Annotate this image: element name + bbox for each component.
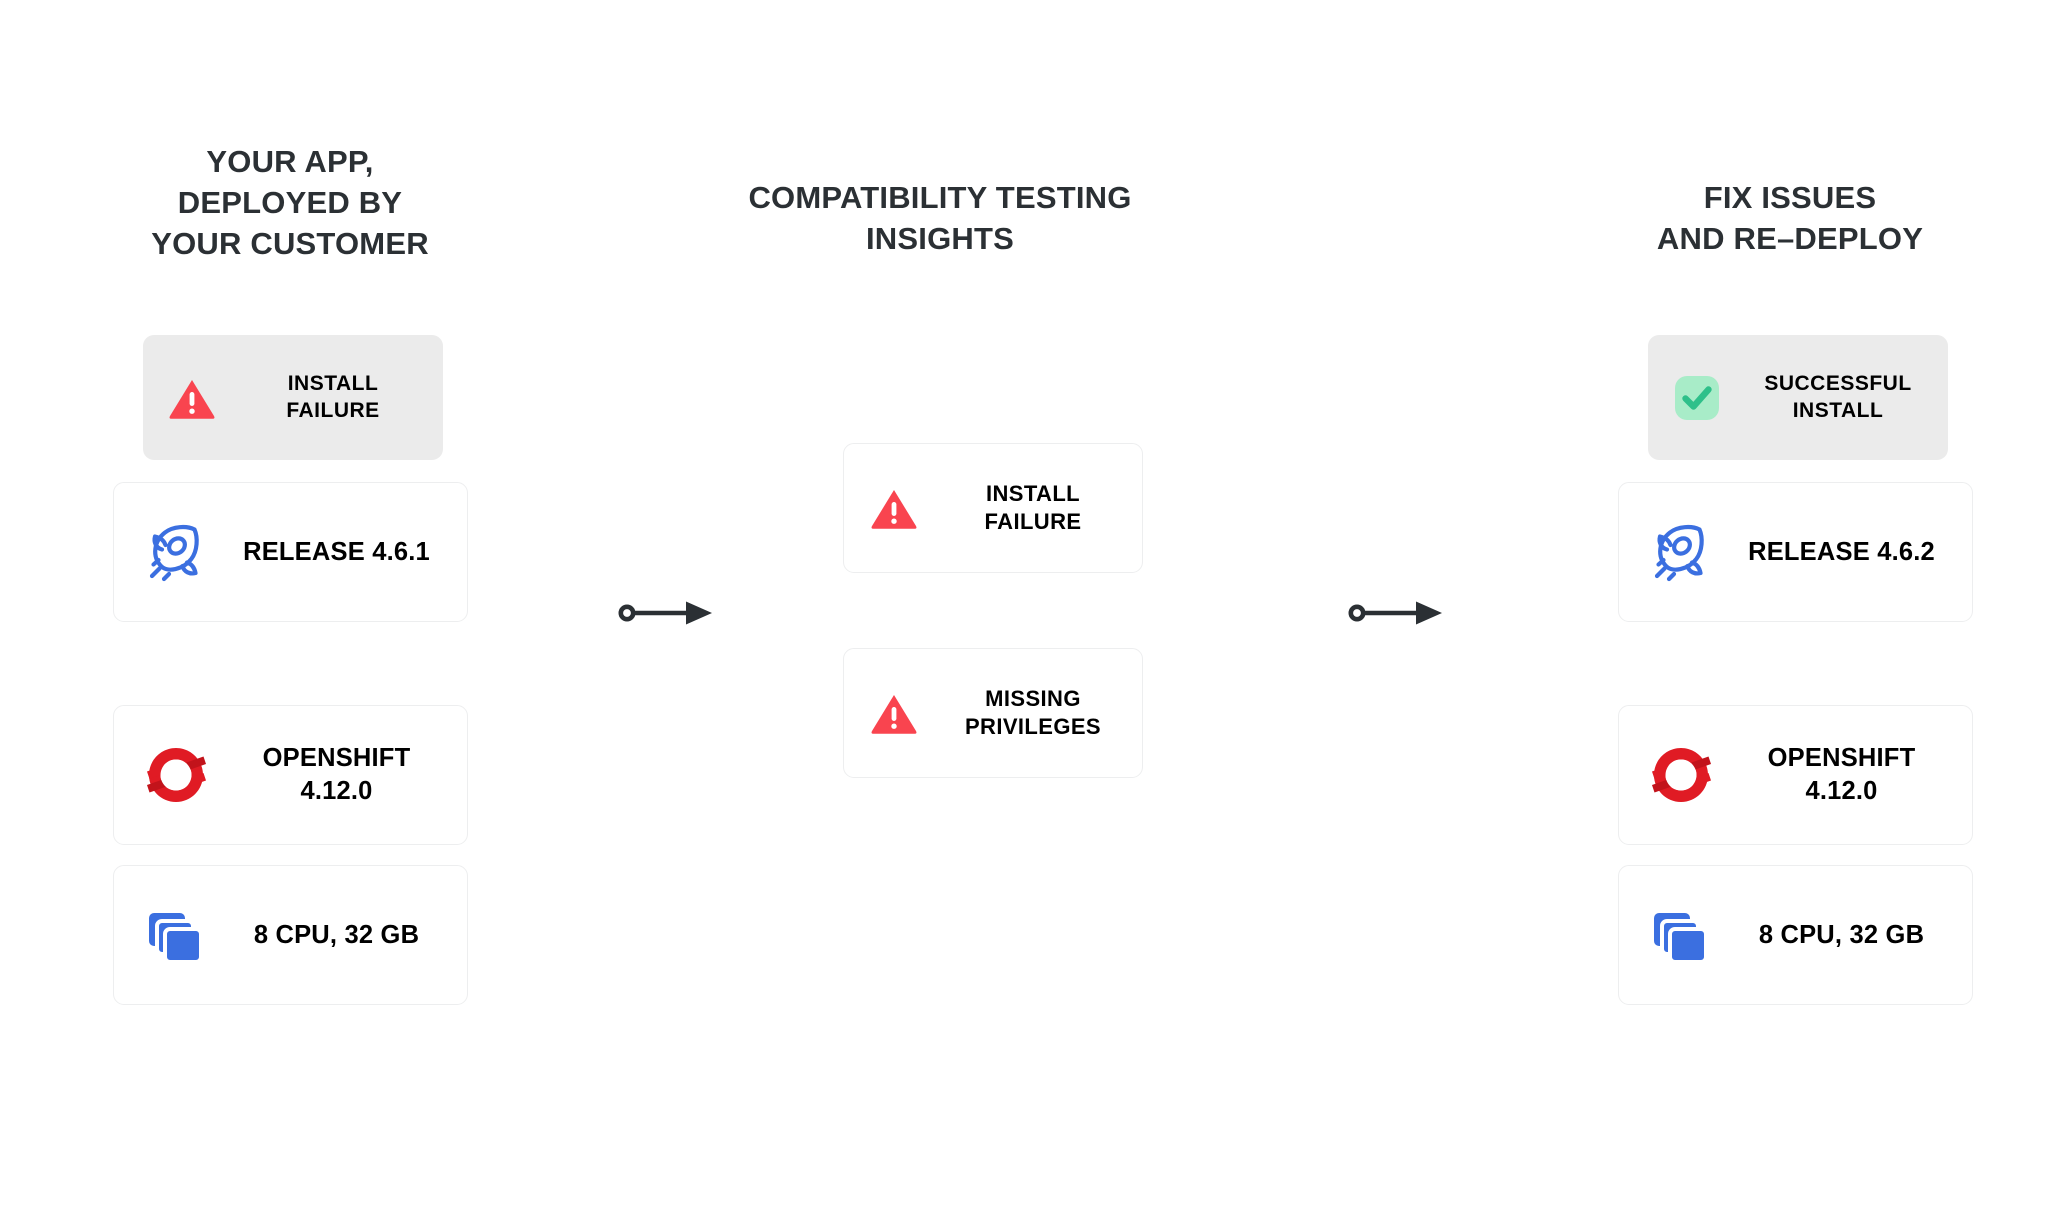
card-label-successful-install-status: SUCCESSFUL INSTALL bbox=[1764, 371, 1912, 422]
warning-triangle-icon bbox=[868, 687, 920, 739]
openshift-logo-icon bbox=[140, 739, 212, 811]
card-release[interactable]: RELEASE 4.6.1 bbox=[113, 482, 468, 622]
card-label-install-failure-status: INSTALL FAILURE bbox=[286, 371, 380, 422]
card-label-openshift: OPENSHIFT 4.12.0 bbox=[1767, 744, 1916, 805]
card-release[interactable]: RELEASE 4.6.2 bbox=[1618, 482, 1973, 622]
card-label-openshift: OPENSHIFT 4.12.0 bbox=[262, 744, 411, 805]
spacer bbox=[113, 622, 473, 705]
rocket-icon bbox=[140, 516, 212, 588]
column-heading-fix-issues-and-redeploy: FIX ISSUES AND RE–DEPLOY bbox=[1656, 180, 1924, 256]
flow-arrow-icon bbox=[1348, 596, 1448, 630]
card-openshift[interactable]: OPENSHIFT 4.12.0 bbox=[1618, 705, 1973, 845]
column-heading-compatibility-testing-insights: COMPATIBILITY TESTING INSIGHTS bbox=[748, 180, 1132, 256]
column-heading-your-app: YOUR APP, DEPLOYED BY YOUR CUSTOMER bbox=[151, 144, 429, 261]
card-label-resources: 8 CPU, 32 GB bbox=[253, 920, 420, 949]
layers-icon bbox=[1645, 899, 1717, 971]
card-openshift[interactable]: OPENSHIFT 4.12.0 bbox=[113, 705, 468, 845]
warning-triangle-icon bbox=[868, 482, 920, 534]
card-install-failure-status[interactable]: INSTALL FAILURE bbox=[143, 335, 443, 460]
card-label-release: RELEASE 4.6.1 bbox=[243, 537, 430, 566]
card-resources[interactable]: 8 CPU, 32 GB bbox=[1618, 865, 1973, 1005]
column-your-app: INSTALL FAILURE RELEASE 4.6 bbox=[113, 335, 473, 1005]
spacer bbox=[1618, 622, 1978, 705]
column-compatibility-testing-insights: INSTALL FAILURE MISSING PRIVILEGES bbox=[843, 443, 1143, 778]
column-fix-issues-and-redeploy: SUCCESSFUL INSTALL RELEASE bbox=[1618, 335, 1978, 1005]
spacer bbox=[113, 845, 473, 865]
card-label-insight-missing-privileges: MISSING PRIVILEGES bbox=[964, 685, 1102, 739]
openshift-logo-icon bbox=[1645, 739, 1717, 811]
spacer bbox=[113, 460, 473, 482]
card-successful-install-status[interactable]: SUCCESSFUL INSTALL bbox=[1648, 335, 1948, 460]
card-resources[interactable]: 8 CPU, 32 GB bbox=[113, 865, 468, 1005]
card-label-release: RELEASE 4.6.2 bbox=[1748, 537, 1935, 566]
spacer bbox=[1618, 845, 1978, 865]
card-label-insight-install-failure: INSTALL FAILURE bbox=[984, 480, 1082, 534]
rocket-icon bbox=[1645, 516, 1717, 588]
card-insight-install-failure[interactable]: INSTALL FAILURE bbox=[843, 443, 1143, 573]
spacer bbox=[1618, 460, 1978, 482]
card-label-resources: 8 CPU, 32 GB bbox=[1758, 920, 1925, 949]
layers-icon bbox=[140, 899, 212, 971]
warning-triangle-icon bbox=[165, 371, 219, 425]
check-badge-icon bbox=[1670, 371, 1724, 425]
flow-arrow-icon bbox=[618, 596, 718, 630]
card-insight-missing-privileges[interactable]: MISSING PRIVILEGES bbox=[843, 648, 1143, 778]
spacer bbox=[843, 573, 1143, 648]
